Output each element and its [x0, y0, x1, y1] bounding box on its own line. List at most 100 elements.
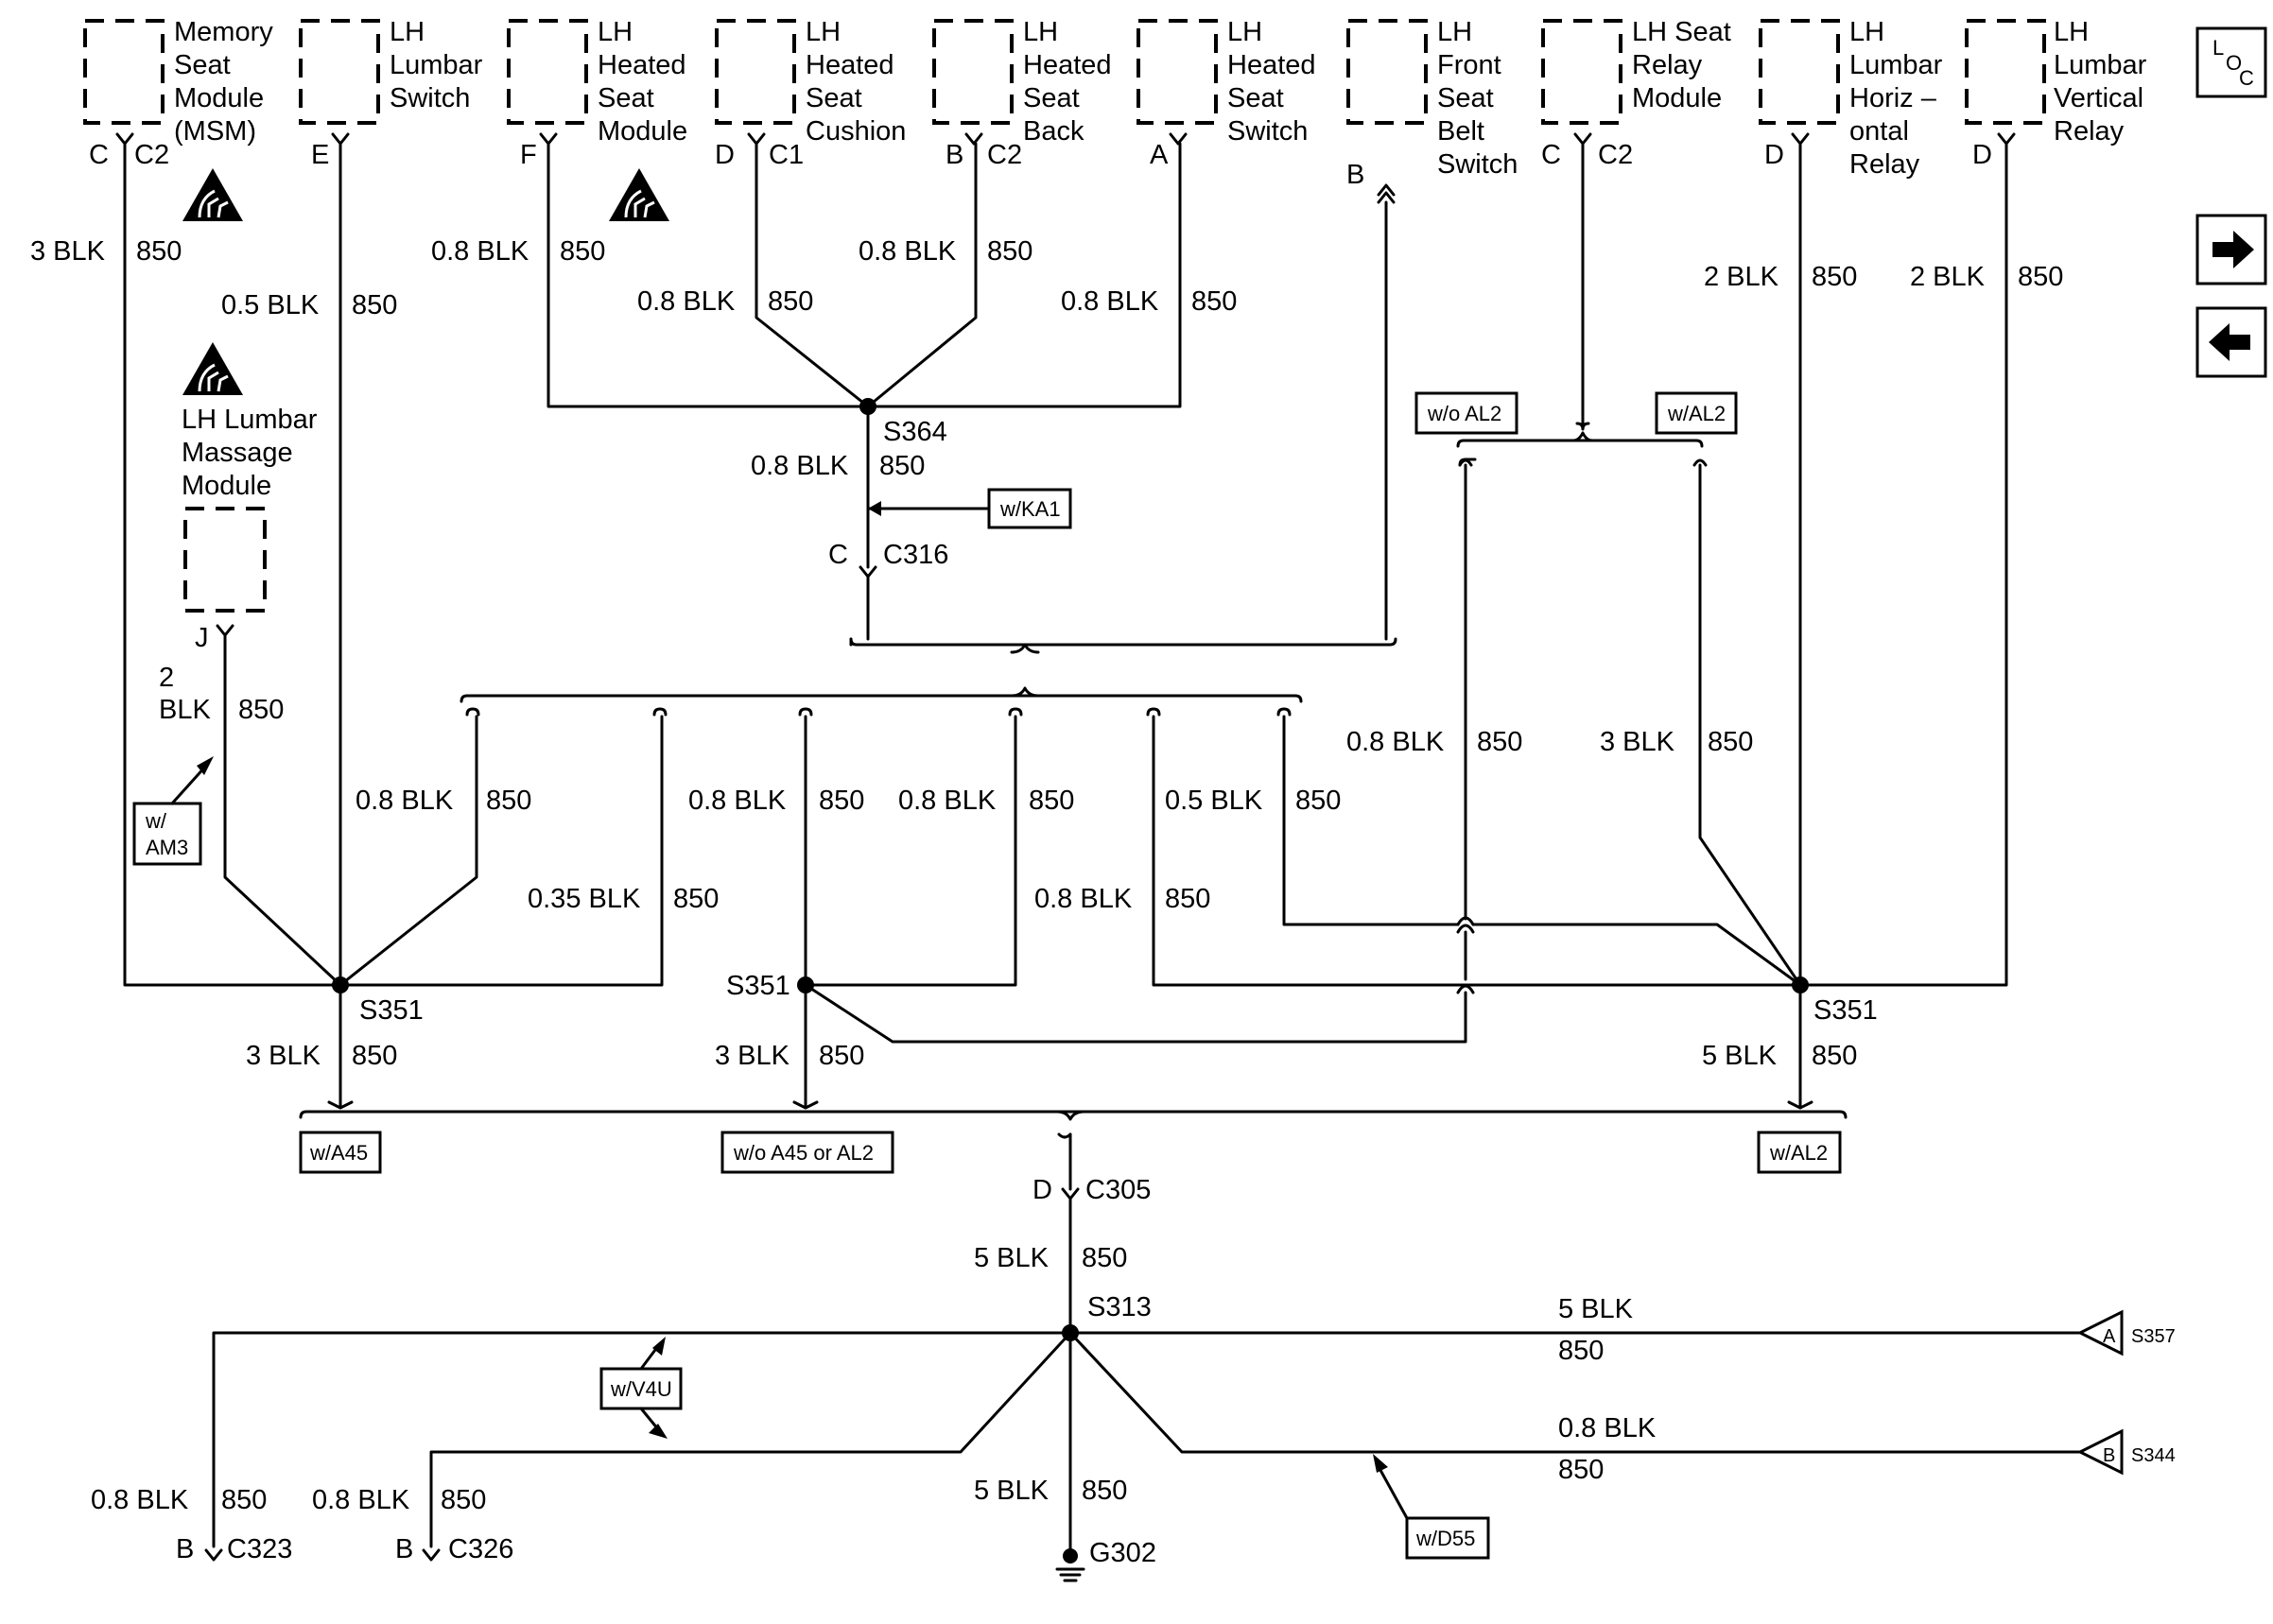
option-am3-line2: AM3 — [146, 836, 188, 859]
option-a45: w/A45 — [309, 1141, 368, 1165]
svg-text:850: 850 — [560, 236, 605, 267]
svg-text:D: D — [1764, 140, 1784, 170]
svg-text:E: E — [311, 140, 329, 170]
svg-text:0.8 BLK: 0.8 BLK — [859, 236, 957, 267]
svg-text:0.5 BLK: 0.5 BLK — [1165, 786, 1263, 816]
location-icon — [2195, 26, 2267, 98]
belt-switch-label: LH Front Seat Belt Switch — [1437, 17, 1518, 180]
splice-s364 — [859, 398, 876, 415]
svg-text:850: 850 — [1082, 1243, 1127, 1273]
option-d55: w/D55 — [1415, 1527, 1475, 1550]
svg-text:2 BLK: 2 BLK — [1704, 262, 1779, 292]
svg-text:0.8 BLK: 0.8 BLK — [1061, 286, 1159, 317]
location-button[interactable]: L O C — [2195, 26, 2267, 98]
svg-text:0.8 BLK: 0.8 BLK — [898, 786, 997, 816]
splice-s351-left — [332, 976, 349, 993]
arrow-right-icon — [2212, 231, 2254, 268]
svg-text:850: 850 — [1477, 727, 1522, 757]
svg-text:3 BLK: 3 BLK — [715, 1041, 790, 1071]
pin-labels: C C2 E F D C1 B C2 A B C C2 D D J — [89, 140, 1992, 653]
heated-seat-back-label: LH Heated Seat Back — [1023, 17, 1119, 147]
svg-text:0.8 BLK: 0.8 BLK — [91, 1485, 189, 1515]
svg-text:850: 850 — [486, 786, 531, 816]
heated-seat-cushion-label: LH Heated Seat Cushion — [806, 17, 906, 147]
offpage-b-letter: B — [2103, 1445, 2115, 1466]
svg-text:C2: C2 — [1598, 140, 1633, 170]
splice-dots — [332, 398, 1809, 1341]
svg-text:0.8 BLK: 0.8 BLK — [1346, 727, 1445, 757]
svg-text:850: 850 — [1558, 1455, 1604, 1485]
svg-text:850: 850 — [1812, 1041, 1857, 1071]
svg-text:850: 850 — [768, 286, 813, 317]
next-page-button[interactable] — [2195, 214, 2267, 285]
option-w-al2-bottom: w/AL2 — [1769, 1141, 1828, 1165]
svg-text:BLK: BLK — [159, 695, 211, 725]
svg-text:850: 850 — [819, 786, 864, 816]
svg-text:0.8 BLK: 0.8 BLK — [431, 236, 529, 267]
esd-warning-icon — [181, 166, 671, 397]
option-w-al2-top: w/AL2 — [1667, 402, 1726, 425]
svg-text:850: 850 — [1165, 884, 1210, 914]
option-ka1: w/KA1 — [999, 497, 1061, 521]
arrow-left-icon — [2209, 323, 2250, 361]
svg-text:0.8 BLK: 0.8 BLK — [312, 1485, 410, 1515]
svg-text:C: C — [2239, 66, 2254, 90]
svg-text:850: 850 — [1708, 727, 1753, 757]
svg-text:850: 850 — [2018, 262, 2063, 292]
svg-text:850: 850 — [1191, 286, 1237, 317]
previous-page-button[interactable] — [2195, 306, 2267, 378]
svg-text:850: 850 — [673, 884, 719, 914]
svg-text:0.8 BLK: 0.8 BLK — [356, 786, 454, 816]
svg-text:C: C — [89, 140, 109, 170]
svg-text:850: 850 — [1812, 262, 1857, 292]
svg-text:F: F — [520, 140, 537, 170]
splice-s313 — [1062, 1324, 1079, 1341]
svg-text:850: 850 — [136, 236, 182, 267]
lumbar-horiz-relay-label: LH Lumbar Horiz – ontal Relay — [1849, 17, 1950, 180]
offpage-s344: S344 — [2131, 1445, 2176, 1466]
svg-text:2: 2 — [159, 663, 174, 693]
svg-text:B: B — [1346, 160, 1364, 190]
seat-relay-module-label: LH Seat Relay Module — [1632, 17, 1739, 113]
svg-text:0.8 BLK: 0.8 BLK — [637, 286, 736, 317]
svg-text:3 BLK: 3 BLK — [1600, 727, 1675, 757]
connector-c305-pin: D — [1032, 1175, 1052, 1205]
svg-text:L: L — [2212, 36, 2224, 60]
svg-text:D: D — [1972, 140, 1992, 170]
offpage-a-letter: A — [2103, 1326, 2116, 1347]
splice-s351-mid — [797, 976, 814, 993]
svg-text:0.5 BLK: 0.5 BLK — [221, 290, 320, 320]
svg-text:0.8 BLK: 0.8 BLK — [751, 451, 849, 481]
msm-label: Memory Seat Module (MSM) — [174, 17, 281, 147]
splice-s313-label: S313 — [1087, 1292, 1152, 1322]
splice-s351-right-label: S351 — [1813, 995, 1878, 1026]
splice-s351-mid-label: S351 — [726, 971, 790, 1001]
svg-text:3 BLK: 3 BLK — [30, 236, 106, 267]
svg-text:0.8 BLK: 0.8 BLK — [1558, 1413, 1657, 1443]
connector-c316-label: C316 — [883, 540, 948, 570]
svg-text:5 BLK: 5 BLK — [1558, 1294, 1634, 1324]
svg-text:5 BLK: 5 BLK — [974, 1243, 1050, 1273]
svg-text:0.8 BLK: 0.8 BLK — [1034, 884, 1133, 914]
svg-text:850: 850 — [352, 290, 397, 320]
splice-s351-right — [1792, 976, 1809, 993]
option-am3-line1: w/ — [145, 809, 167, 833]
svg-text:O: O — [2226, 51, 2242, 75]
svg-text:C1: C1 — [769, 140, 804, 170]
svg-text:0.35 BLK: 0.35 BLK — [528, 884, 641, 914]
svg-text:850: 850 — [1295, 786, 1341, 816]
option-wo-a45-or-al2: w/o A45 or AL2 — [733, 1141, 874, 1165]
svg-text:850: 850 — [238, 695, 284, 725]
splice-s364-label: S364 — [883, 417, 947, 447]
svg-text:850: 850 — [1029, 786, 1074, 816]
wire-labels: 3 BLK 850 0.5 BLK 850 0.8 BLK 850 0.8 BL… — [30, 236, 2063, 1515]
svg-text:3 BLK: 3 BLK — [246, 1041, 321, 1071]
svg-text:C2: C2 — [987, 140, 1022, 170]
offpage-s357: S357 — [2131, 1326, 2176, 1347]
svg-text:D: D — [715, 140, 735, 170]
svg-text:5 BLK: 5 BLK — [974, 1476, 1050, 1506]
offpage-references: A S357 B S344 — [2076, 1309, 2176, 1476]
heated-seat-switch-label: LH Heated Seat Switch — [1227, 17, 1324, 147]
svg-text:J: J — [195, 623, 209, 653]
